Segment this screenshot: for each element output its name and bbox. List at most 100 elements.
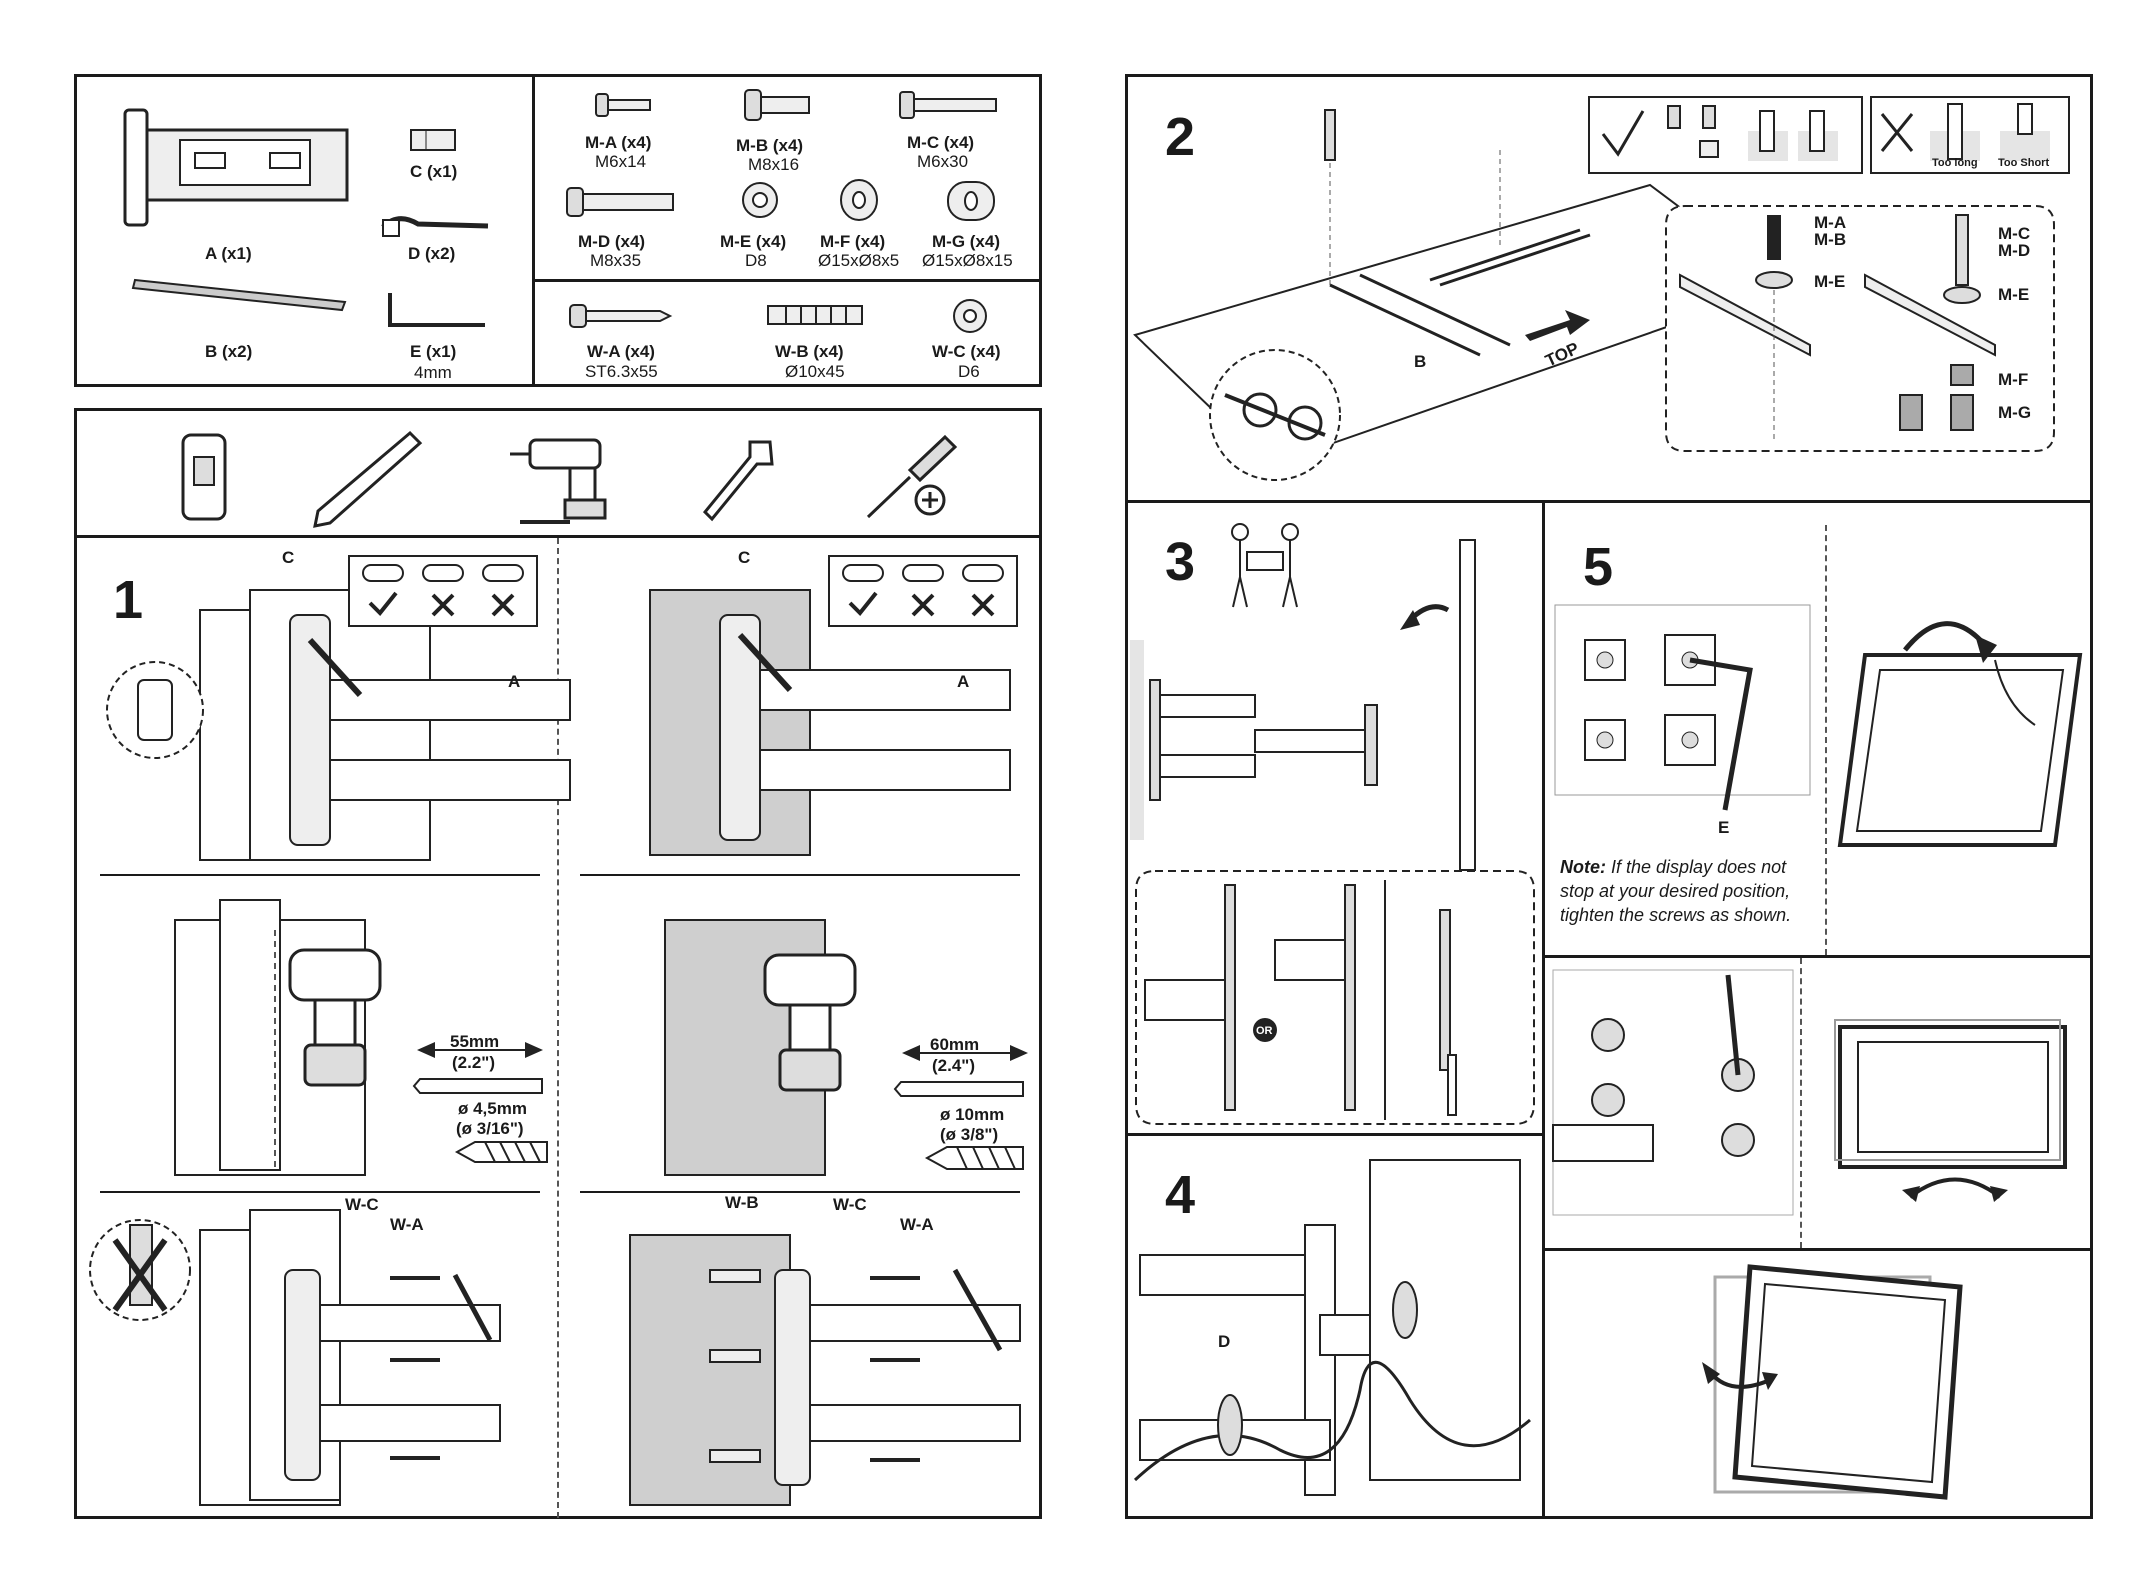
concrete-drill: ø 10mm (940, 1105, 1005, 1124)
tilt-tension-screws-illustration (1554, 604, 1811, 811)
note-text: If the display does not stop at your des… (1560, 857, 1792, 925)
part-e-label: E (x1) (410, 342, 457, 361)
tv-rail-part-b (131, 278, 347, 312)
rotate-display-illustration (1702, 1264, 1963, 1500)
mb-label: M-B (x4) (736, 136, 804, 155)
wall-plate-arm-part-a (123, 108, 349, 227)
wood-spacing-in: (2.2") (452, 1053, 496, 1072)
wb-size: Ø10x45 (785, 362, 845, 381)
callout-c-right: C (738, 548, 751, 567)
me-size: D8 (745, 251, 767, 270)
wc-callout-right: W-C (833, 1195, 867, 1214)
wood-wall-bracket-illustration (106, 589, 571, 861)
hex-key-part-e (388, 293, 485, 327)
wa-label: W-A (x4) (587, 342, 655, 361)
callout-a-left: A (508, 672, 521, 691)
part-d-label: D (x2) (408, 244, 456, 263)
screw-md-icon (566, 187, 674, 217)
ma-callout: M-A (1814, 213, 1847, 232)
wood-spacing: 55mm (450, 1032, 500, 1051)
screw-stack-detail-inset (1665, 205, 2055, 452)
mg-label: M-G (x4) (932, 232, 1000, 251)
rail-b-callout: B (1414, 352, 1427, 371)
me-callout: M-E (1814, 272, 1846, 291)
bit-bar-right (893, 1081, 1024, 1097)
ma-label: M-A (x4) (585, 133, 652, 152)
incorrect-length-box (1870, 96, 2070, 174)
slot-check-box-right (828, 555, 1018, 627)
md-callout: M-D (1998, 241, 2031, 260)
mc-callout: M-C (1998, 224, 2031, 243)
tilt-display-illustration (1837, 621, 2083, 847)
washer-me-icon (742, 182, 778, 218)
me2-callout: M-E (1998, 285, 2030, 304)
wc-callout-left: W-C (345, 1195, 379, 1214)
mg-size: Ø15xØ8x15 (922, 251, 1013, 270)
mc-label: M-C (x4) (907, 133, 975, 152)
wood-drill-in: (ø 3/16") (456, 1119, 524, 1138)
step5-note: Note: If the display does not stop at yo… (1560, 855, 1825, 927)
drill-bit-right (924, 1146, 1024, 1170)
concrete-drill-in: (ø 3/8") (940, 1125, 999, 1144)
me-label: M-E (x4) (720, 232, 787, 251)
step-3-number: 3 (1165, 532, 1196, 592)
swivel-display-illustration (1834, 1019, 2067, 1202)
step-5-number: 5 (1583, 537, 1614, 597)
step-1-number: 1 (113, 570, 144, 630)
concrete-spacing-in: (2.4") (932, 1056, 976, 1075)
wc-label: W-C (x4) (932, 342, 1001, 361)
correct-length-box (1588, 96, 1863, 174)
wood-drill: ø 4,5mm (458, 1099, 527, 1118)
washer-wc-icon (953, 299, 987, 333)
note-label: Note: (1560, 857, 1606, 877)
too-long-label: Too long (1932, 157, 1978, 169)
callout-a-right: A (957, 672, 970, 691)
bit-bar-left (412, 1078, 543, 1094)
wrench-icon (702, 440, 774, 522)
wc-size: D6 (958, 362, 980, 381)
part-a-label: A (x1) (205, 244, 252, 263)
screw-ma-icon (595, 93, 651, 117)
steps-345-panel (1125, 500, 2093, 1519)
wood-screw-install-illustration (89, 1209, 501, 1506)
mg-callout: M-G (1998, 403, 2032, 422)
dimension-arrow-left (417, 1042, 543, 1058)
hex-key-e-callout: E (1718, 818, 1730, 837)
or-label: OR (1256, 1025, 1273, 1037)
drill-icon (510, 438, 607, 524)
step-4-number: 4 (1165, 1165, 1196, 1225)
concrete-screw-install-illustration (629, 1234, 1021, 1506)
wa-callout-right: W-A (900, 1215, 934, 1234)
concrete-wall-bracket-illustration (649, 589, 1011, 856)
md-label: M-D (x4) (578, 232, 646, 251)
wa-size: ST6.3x55 (585, 362, 658, 381)
mf-callout: M-F (1998, 370, 2029, 389)
mb-size: M8x16 (748, 155, 800, 174)
step-2-number: 2 (1165, 107, 1196, 167)
screw-wa-icon (569, 304, 673, 328)
dimension-arrow-right (902, 1045, 1028, 1061)
part-b-label: B (x2) (205, 342, 253, 361)
or-detail-inset (1135, 870, 1535, 1125)
mc-size: M6x30 (917, 152, 969, 171)
callout-c-left: C (282, 548, 295, 567)
phillips-screwdriver-icon (866, 434, 958, 519)
too-short-label: Too Short (1998, 157, 2050, 169)
parts-panel (74, 74, 1042, 387)
screw-mb-icon (744, 89, 810, 121)
screw-mc-icon (899, 91, 997, 119)
swivel-tension-screws-illustration (1552, 969, 1794, 1216)
slot-check-box-left (348, 555, 538, 627)
ma-size: M6x14 (595, 152, 647, 171)
pencil-icon (313, 430, 423, 528)
concrete-spacing: 60mm (930, 1035, 980, 1054)
cable-tie-part-d (381, 216, 489, 237)
tv-back-rails-illustration (1133, 109, 1731, 481)
stud-finder-icon (181, 433, 227, 521)
wb-callout-right: W-B (725, 1193, 759, 1212)
part-e-size: 4mm (414, 363, 452, 382)
cable-tie-d-callout: D (1218, 1332, 1231, 1351)
wood-drilling-illustration (174, 899, 382, 1176)
spacer-mg-icon (947, 181, 995, 221)
spacer-part-c (410, 129, 456, 151)
